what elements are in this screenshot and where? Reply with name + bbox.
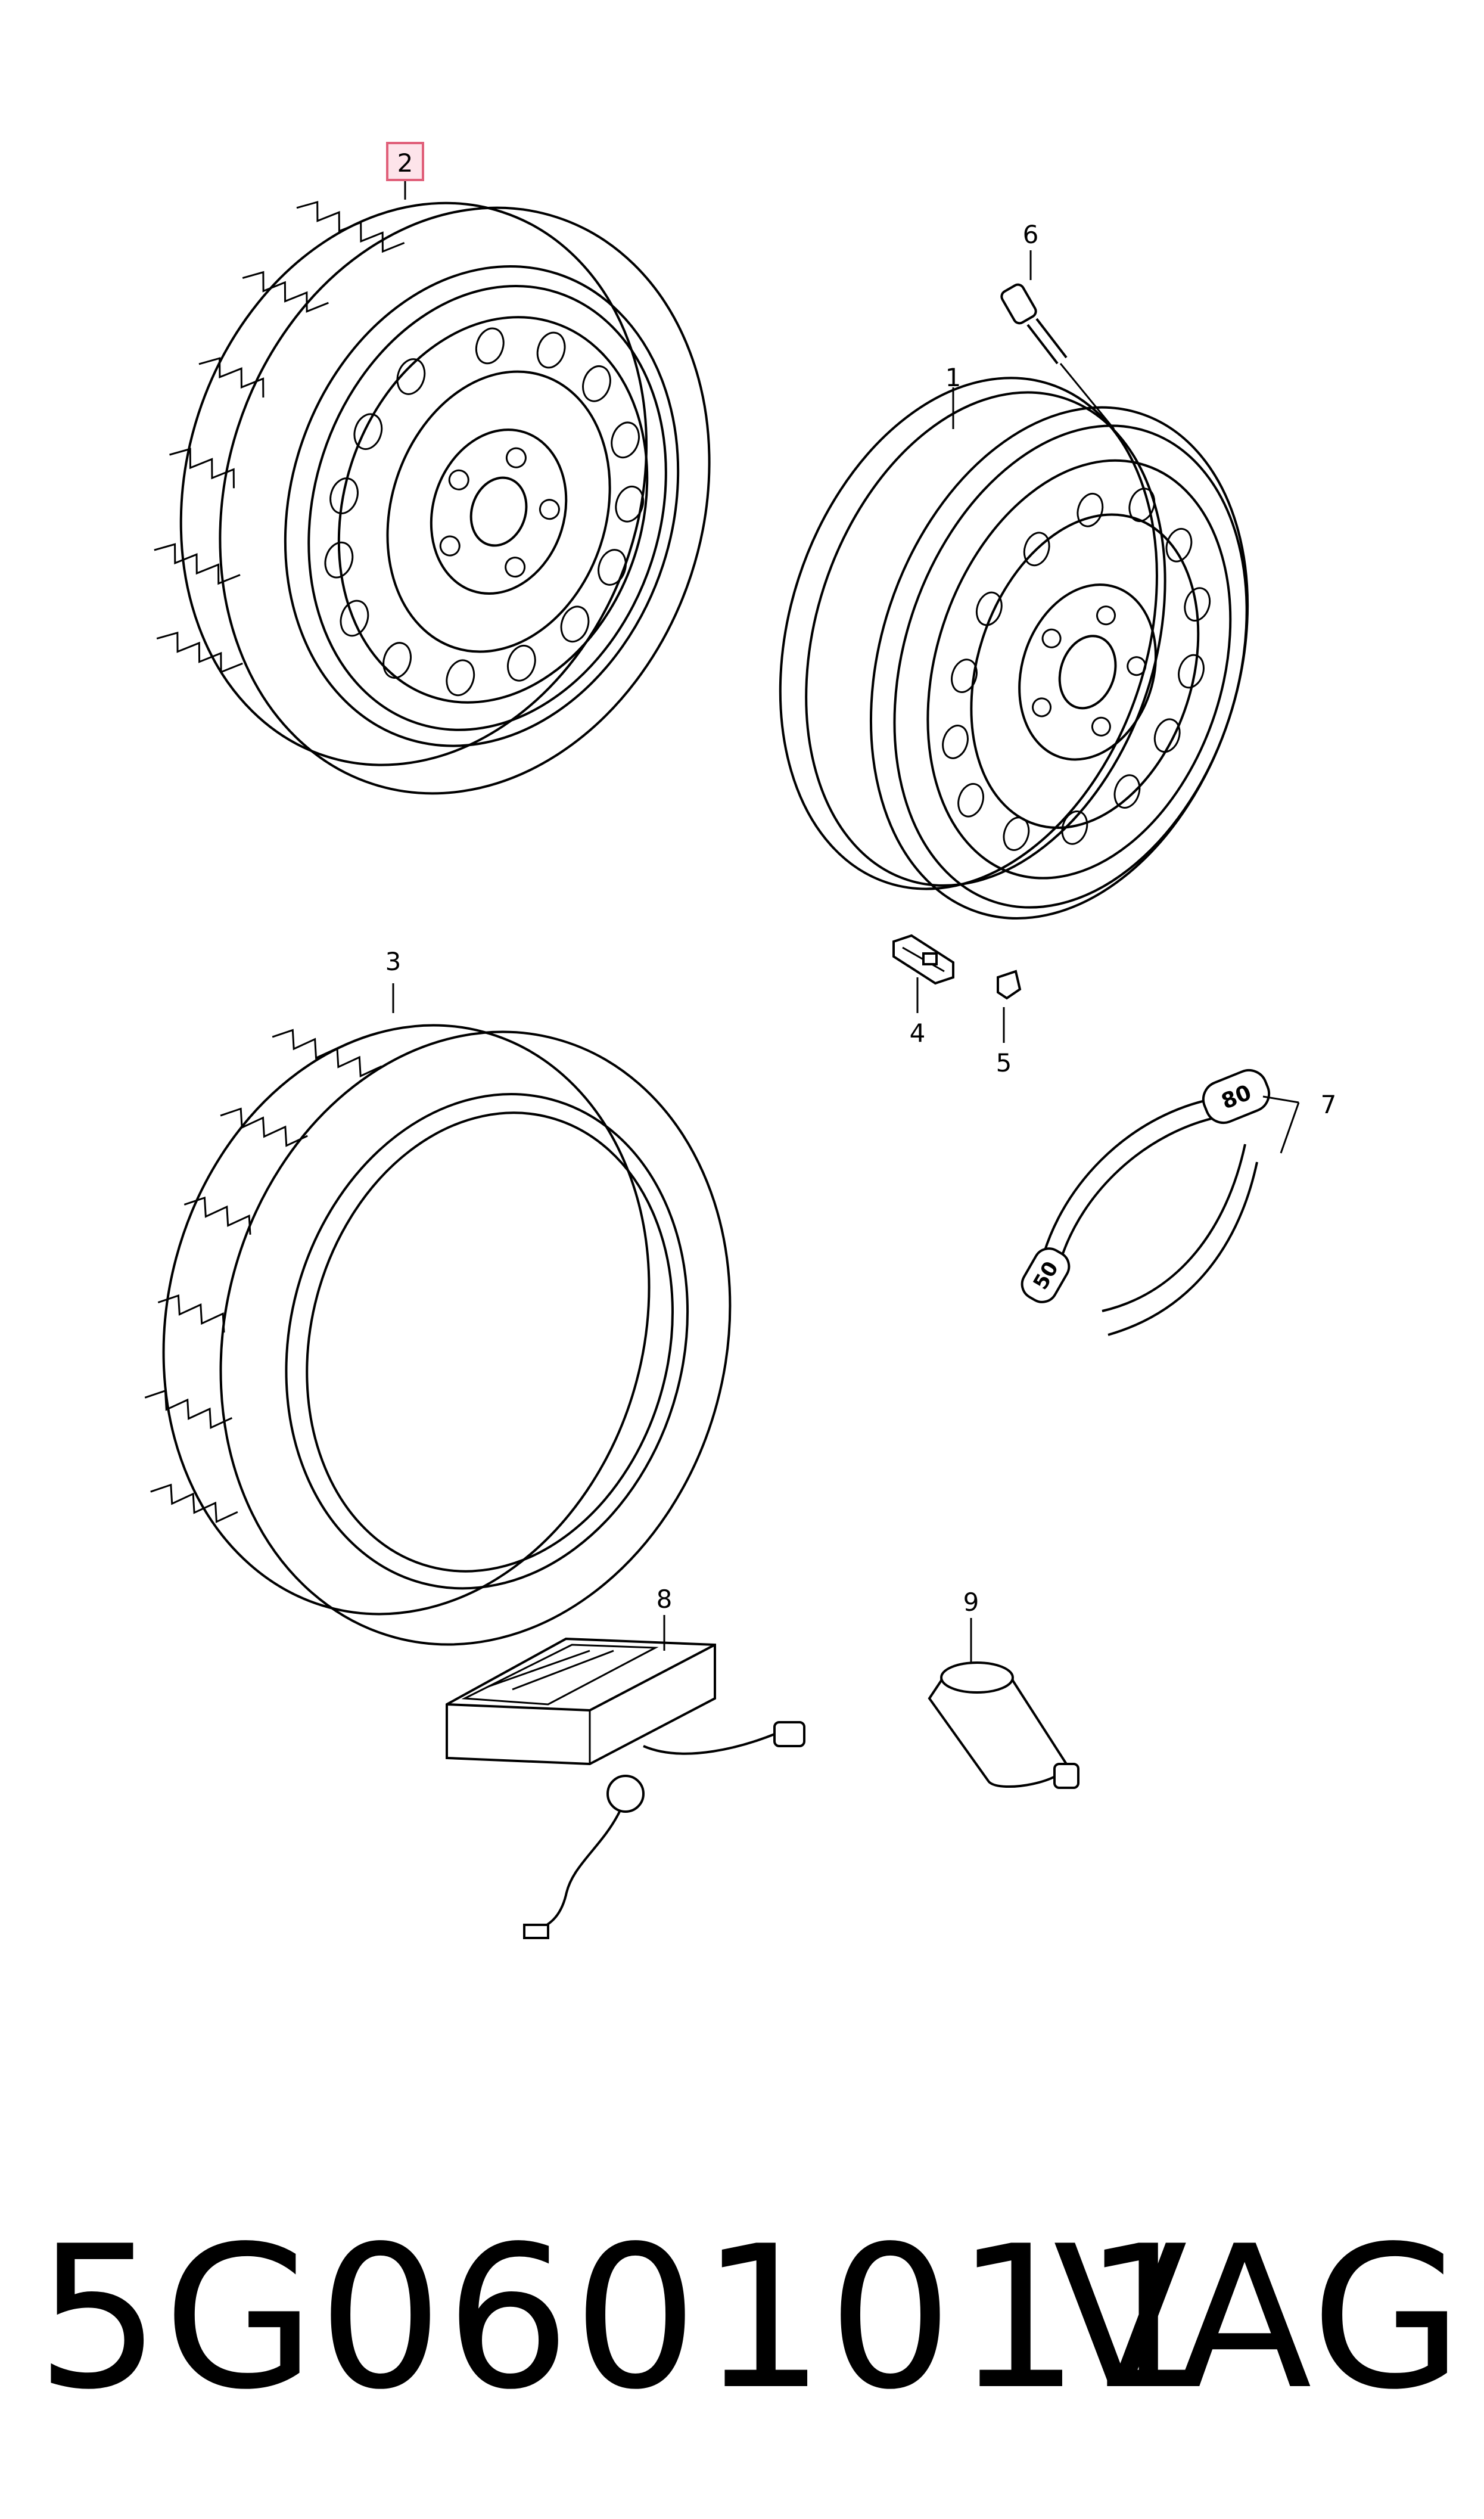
leader-lines — [392, 179, 1300, 1663]
callout-9[interactable]: 9 — [963, 1588, 979, 1617]
callout-2[interactable]: 2 — [397, 148, 413, 178]
sealant-bottle — [928, 1661, 1079, 1789]
complete-wheel-assembly — [154, 201, 711, 795]
callout-5[interactable]: 5 — [996, 1048, 1012, 1077]
tyre-compressor — [446, 1637, 805, 1939]
pressure-sensor — [892, 934, 954, 985]
parts-diagram: 80 50 2 1 6 3 4 5 7 — [144, 142, 1337, 1939]
callout-4[interactable]: 4 — [910, 1018, 926, 1048]
brand-name: VAG — [1053, 2204, 1466, 2433]
callout-1[interactable]: 1 — [945, 363, 962, 392]
callout-7[interactable]: 7 — [1321, 1090, 1337, 1119]
tyre — [144, 1024, 732, 1646]
footer: 5G0601011 VAG — [36, 2193, 1466, 2443]
steel-rim — [779, 377, 1249, 920]
callout-6[interactable]: 6 — [1023, 220, 1039, 249]
callout-3[interactable]: 3 — [385, 947, 402, 976]
valve-clip — [997, 970, 1022, 1000]
tyre-valve — [1000, 283, 1115, 430]
callout-2-highlight — [386, 142, 424, 181]
part-number: 5G0601011 — [36, 2204, 1211, 2433]
retaining-ring: 80 50 — [1021, 1069, 1271, 1336]
callout-8[interactable]: 8 — [657, 1585, 673, 1614]
